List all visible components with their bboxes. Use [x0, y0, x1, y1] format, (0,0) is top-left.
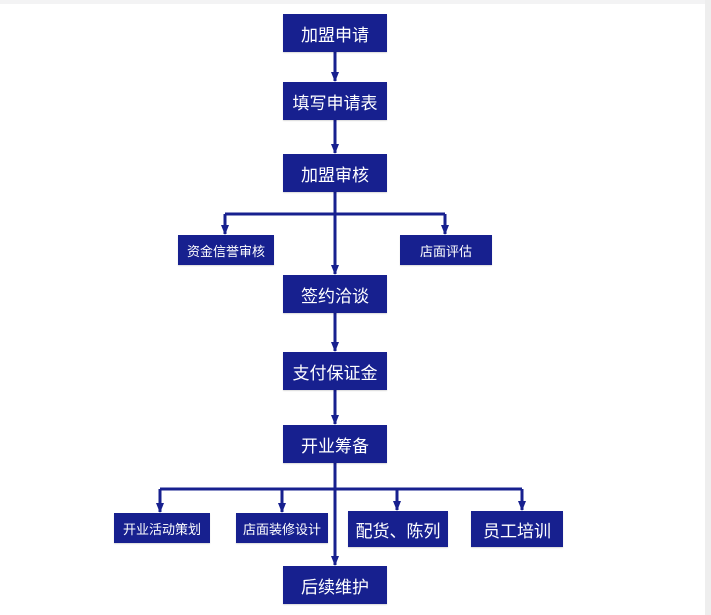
node-join-application: 加盟申请: [283, 14, 387, 52]
node-pay-deposit: 支付保证金: [283, 352, 387, 390]
node-stocking-display: 配货、陈列: [348, 511, 448, 547]
node-opening-preparation: 开业筹备: [283, 425, 387, 463]
node-contract-negotiation: 签约洽谈: [283, 275, 387, 313]
node-store-decoration-design: 店面装修设计: [236, 513, 328, 543]
node-fill-application-form: 填写申请表: [283, 82, 387, 120]
node-staff-training: 员工培训: [471, 511, 563, 547]
node-credit-review: 资金信誉审核: [178, 235, 274, 265]
node-join-review: 加盟审核: [283, 154, 387, 192]
node-opening-event-planning: 开业活动策划: [114, 513, 210, 543]
right-border: [705, 0, 711, 615]
top-border: [0, 0, 711, 4]
node-follow-up-maintenance: 后续维护: [283, 566, 387, 604]
node-store-evaluation: 店面评估: [400, 235, 492, 265]
